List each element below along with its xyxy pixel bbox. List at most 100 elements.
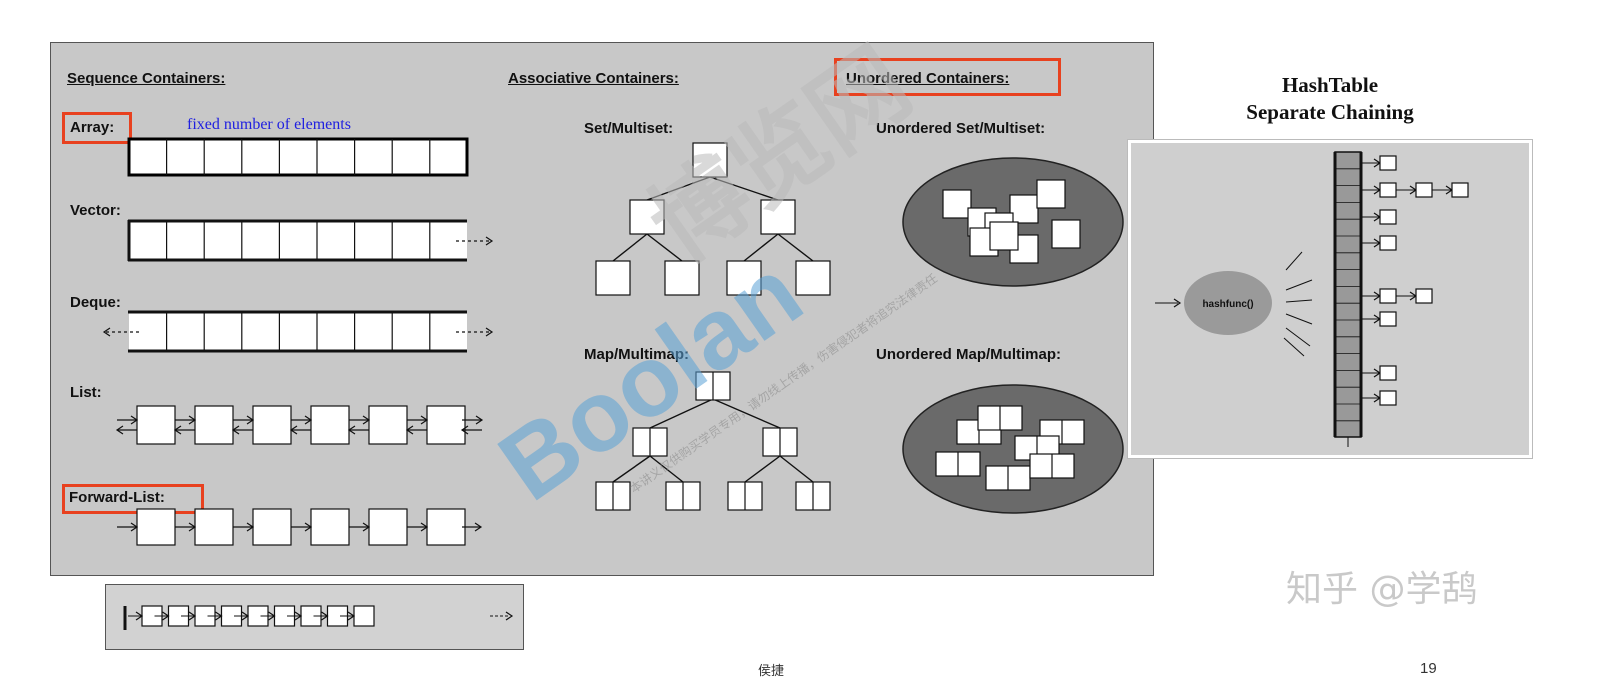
deque-back-arrowhead [485,327,494,337]
forward-list-arrowhead [188,522,197,532]
hash-chain-node [1415,288,1433,304]
forward-list-detail-arrowhead [294,611,303,621]
forward-list-tail-arrowhead [474,522,483,532]
hash-dispatch-arrow [1285,251,1303,271]
hash-chain-node [1379,365,1397,381]
array-label: Array: [70,119,115,136]
forward-list-node [426,508,466,546]
forward-list-detail-arrowhead [268,611,276,621]
list-prev-arrowhead [231,425,240,435]
list-prev-arrowhead [289,425,298,435]
list-node [426,405,466,445]
array-highlight-box [62,112,132,144]
forward-list-detail-arrowhead [162,611,170,621]
forward-list-node [252,508,292,546]
hashtable-title: HashTable Separate Chaining [1180,72,1480,126]
footer-page-number: 19 [1420,660,1437,677]
unordered-containers-header: Unordered Containers: [846,70,1010,87]
list-next-arrowhead [420,415,429,425]
hash-dispatch-arrow [1285,299,1313,303]
unordered-set-element [1051,219,1081,249]
forward-list-arrowhead [246,522,255,532]
array-container [127,137,469,177]
zhihu-credit: 知乎 @学鸹 [1286,569,1478,610]
map-multimap-label: Map/Multimap: [584,346,689,363]
forward-list-arrowhead [420,522,429,532]
set-tree-node [629,199,665,235]
sequence-containers-header: Sequence Containers: [67,70,226,87]
list-node [136,405,176,445]
unordered-set-element [942,189,972,219]
hash-input-arrowhead [1173,298,1182,308]
set-tree-node [795,260,831,296]
watermark-brand-cn: 博览网 [630,27,930,284]
forward-list-detail-arrowhead [321,611,329,621]
list-prev-arrowhead [115,425,124,435]
unordered-map-label: Unordered Map/Multimap: [876,346,1062,363]
hash-chain-node [1379,288,1397,304]
hash-chain-node [1379,155,1397,171]
forward-list-arrowhead [304,522,313,532]
forward-list-detail-arrowhead [135,611,144,621]
hash-chain-node [1379,235,1397,251]
hash-chain-node [1451,182,1469,198]
list-node [252,405,292,445]
unordered-set-label: Unordered Set/Multiset: [876,120,1046,137]
list-tail-prev-arrowhead [460,425,469,435]
list-next-arrowhead [188,415,197,425]
forward-list-detail-arrowhead [188,611,197,621]
hash-chain-node [1379,311,1397,327]
forward-list-node [310,508,350,546]
vector-container [129,222,467,259]
deque-front-arrowhead [102,327,111,337]
set-tree-edge [709,176,779,201]
hashtable-title-line2: Separate Chaining [1246,100,1414,124]
forward-list-detail-tail-arrowhead [505,611,514,621]
hash-chain-node [1379,209,1397,225]
forward-list-label: Forward-List: [69,489,165,506]
unordered-highlight-box [834,58,1061,96]
list-node [310,405,350,445]
map-tree-edge [712,398,781,429]
list-next-arrowhead [362,415,371,425]
hash-dispatch-arrow [1285,313,1313,325]
forward-list-arrowhead [362,522,371,532]
forward-list-node [368,508,408,546]
hash-dispatch-arrow [1285,327,1311,347]
array-note: fixed number of elements [187,116,351,133]
list-tail-next-arrowhead [475,415,484,425]
map-tree-edge [612,455,651,483]
list-node [194,405,234,445]
hash-chain-node [1415,182,1433,198]
forward-list-detail-arrowhead [241,611,250,621]
list-next-arrowhead [130,415,139,425]
forward-list-detail-arrowhead [215,611,223,621]
deque-label: Deque: [70,294,121,311]
list-prev-arrowhead [173,425,182,435]
unordered-map-bucket-ellipse [902,384,1124,514]
hash-dispatch-arrow [1283,337,1305,357]
set-tree-edge [777,233,814,262]
vector-growth-arrowhead [485,236,494,246]
map-tree-edge [744,455,781,483]
footer-author: 侯捷 [758,663,785,678]
deque-container [129,313,467,350]
set-tree-edge [612,233,648,262]
hashtable-title-line1: HashTable [1281,73,1379,97]
bucket-vector [1334,151,1362,438]
set-tree-edge [646,233,683,262]
unordered-set-element [1009,194,1039,224]
set-tree-node [760,199,796,235]
set-tree-edge [743,233,779,262]
hash-chain-node [1379,182,1397,198]
map-tree-edge [779,455,814,483]
map-tree-edge [649,455,684,483]
forward-list-highlight-box [62,484,204,514]
set-tree-node [664,260,700,296]
forward-list-detail-arrowhead [347,611,356,621]
vector-label: Vector: [70,202,121,219]
forward-list-node [136,508,176,546]
hash-chain-node [1379,390,1397,406]
hash-dispatch-arrow [1285,279,1313,291]
set-tree-node [595,260,631,296]
